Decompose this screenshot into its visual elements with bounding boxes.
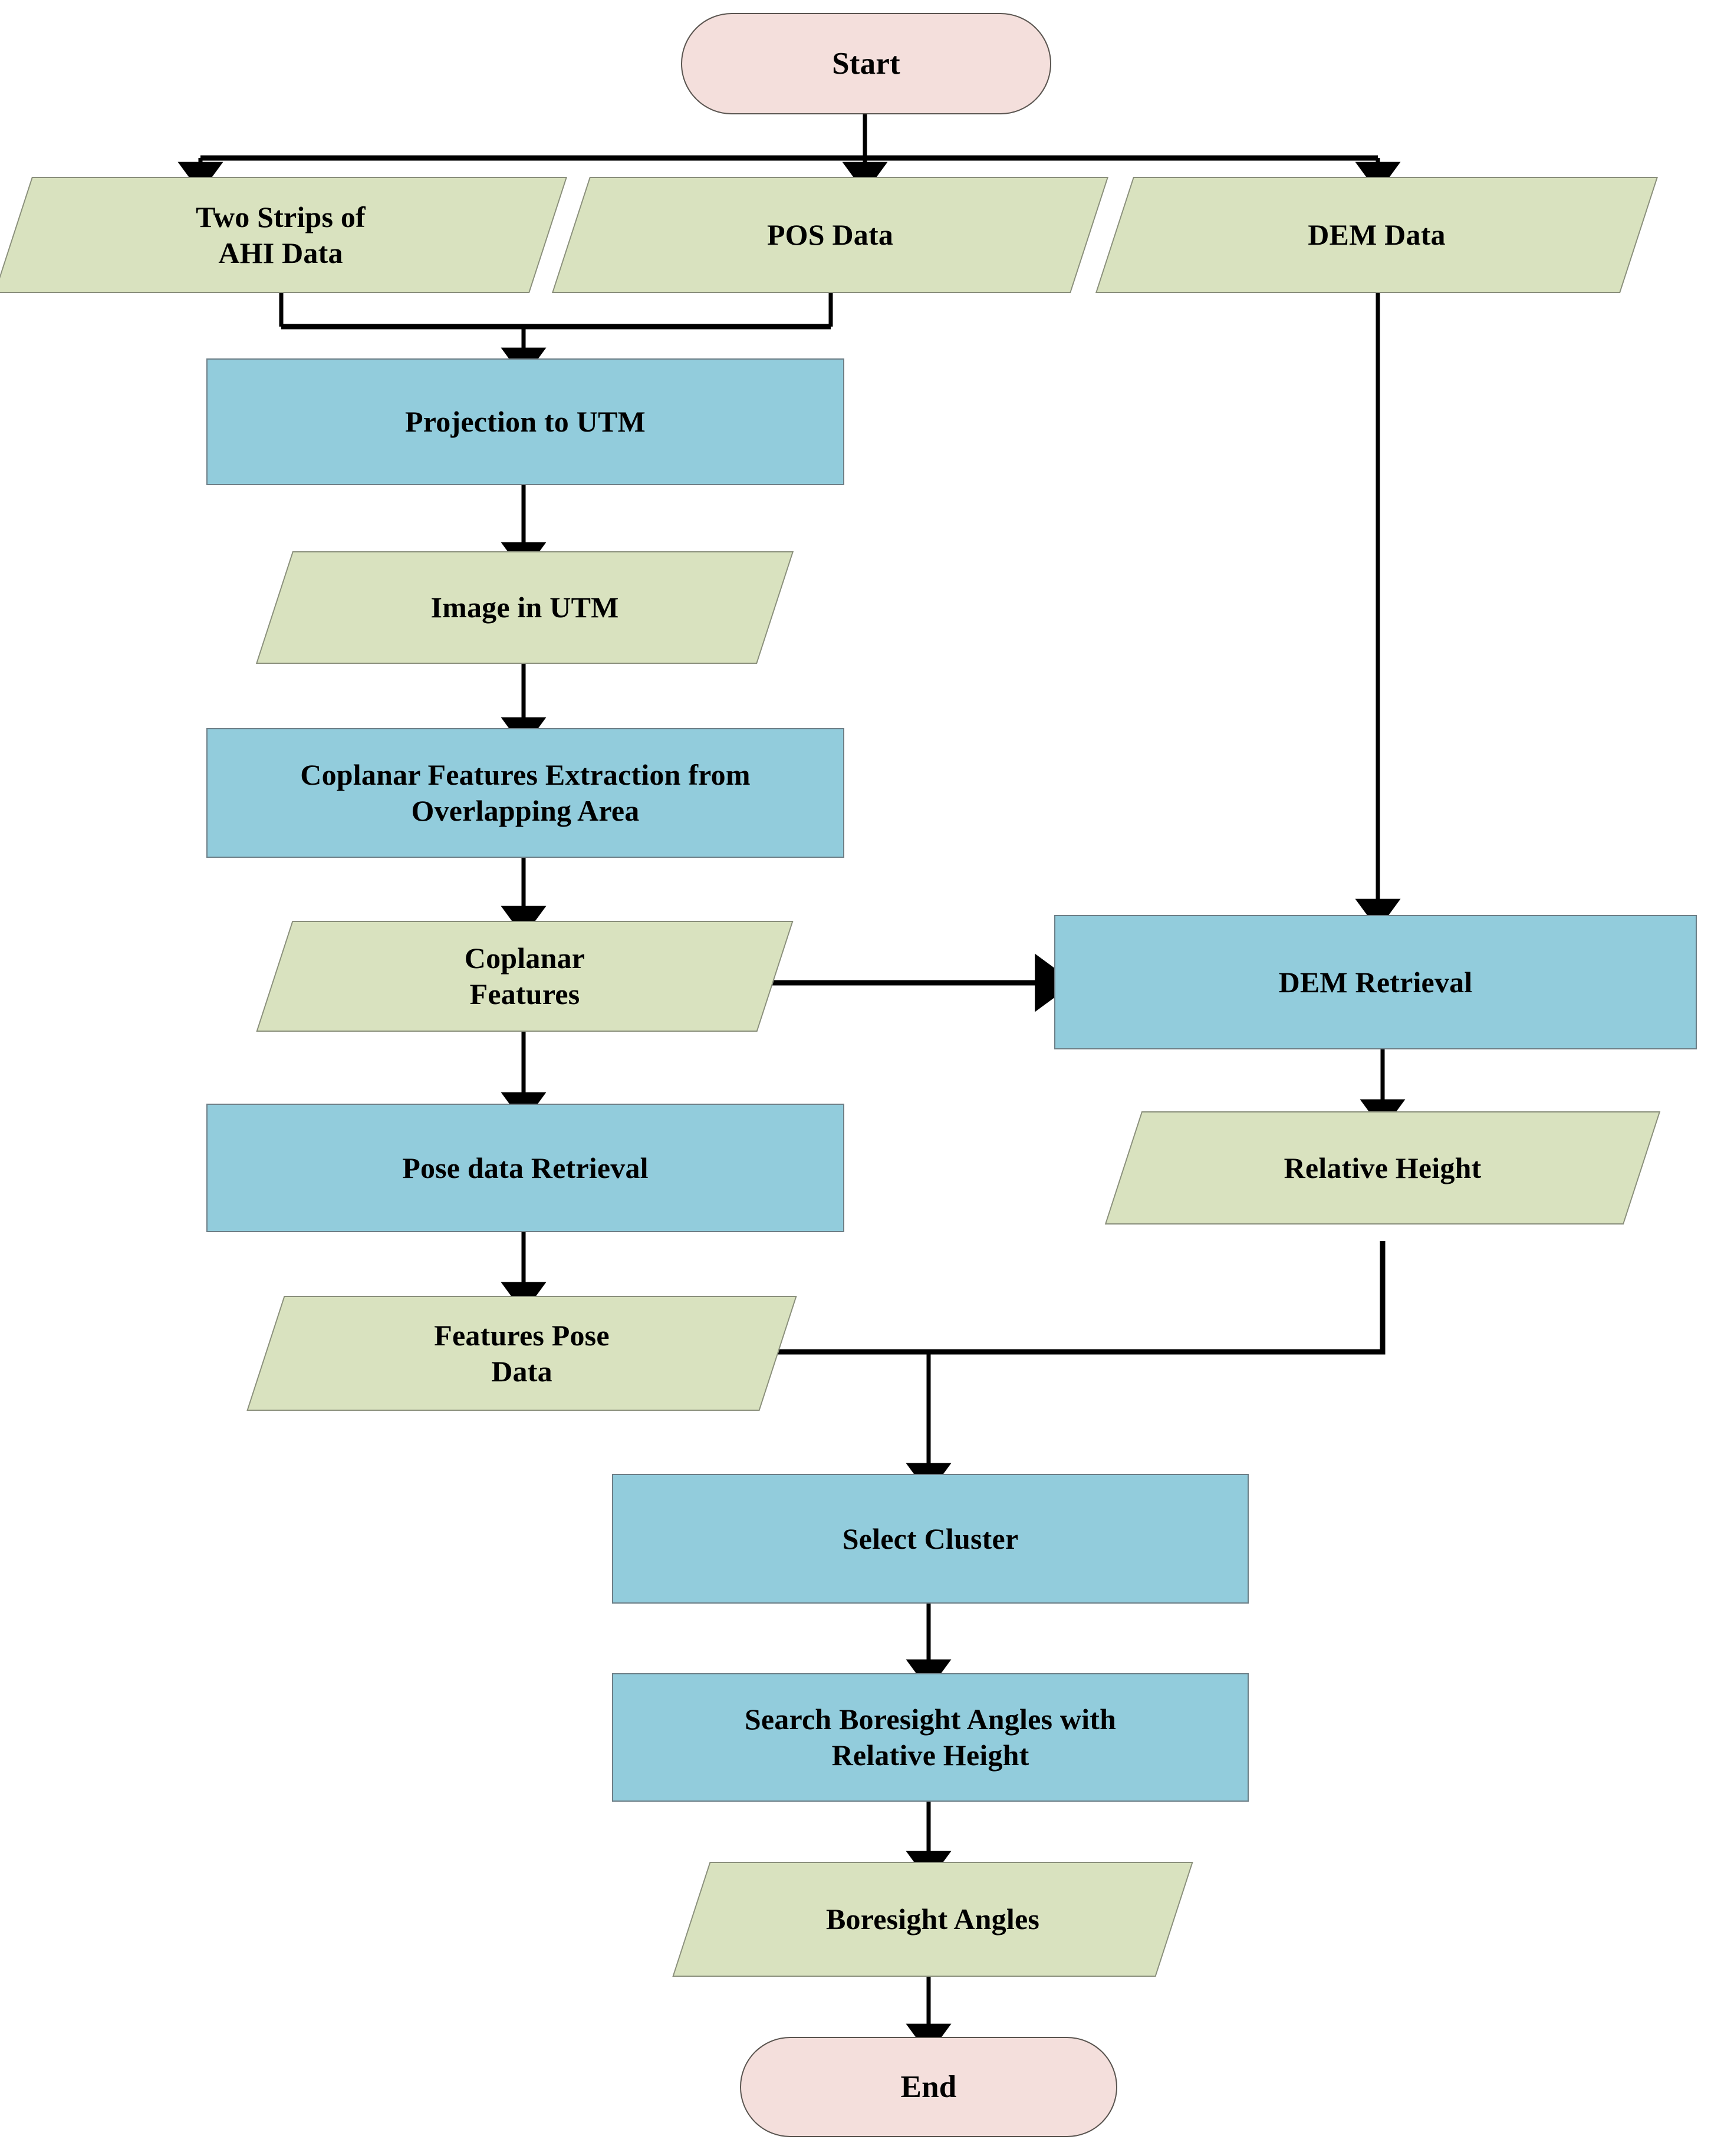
node-start-label: Start <box>832 46 900 81</box>
node-search-boresight-angles-label: Search Boresight Angles with Relative He… <box>744 1703 1117 1772</box>
node-projection-to-utm-label: Projection to UTM <box>405 405 646 438</box>
node-dem-data[interactable]: DEM Data <box>1114 177 1639 293</box>
node-end[interactable]: End <box>740 2037 1117 2137</box>
node-relative-height-label: Relative Height <box>1284 1151 1482 1184</box>
node-two-strips-of-ahi-data-label: Two Strips of AHI Data <box>196 200 366 269</box>
node-select-cluster[interactable]: Select Cluster <box>612 1474 1249 1604</box>
node-boresight-angles-label: Boresight Angles <box>825 1902 1040 1936</box>
node-coplanar-features-label: Coplanar Features <box>464 942 585 1010</box>
node-pos-data-label: POS Data <box>766 218 894 251</box>
node-pos-data[interactable]: POS Data <box>571 177 1090 293</box>
node-dem-retrieval[interactable]: DEM Retrieval <box>1054 915 1697 1049</box>
node-boresight-angles[interactable]: Boresight Angles <box>691 1862 1174 1977</box>
node-projection-to-utm[interactable]: Projection to UTM <box>206 358 844 485</box>
node-features-pose-data[interactable]: Features Pose Data <box>265 1296 778 1411</box>
node-start[interactable]: Start <box>681 13 1051 114</box>
node-pose-data-retrieval-label: Pose data Retrieval <box>402 1151 649 1184</box>
node-select-cluster-label: Select Cluster <box>842 1522 1019 1555</box>
node-dem-retrieval-label: DEM Retrieval <box>1278 965 1473 999</box>
node-coplanar-features[interactable]: Coplanar Features <box>274 921 775 1032</box>
node-end-label: End <box>900 2069 957 2104</box>
node-features-pose-data-label: Features Pose Data <box>434 1318 610 1388</box>
node-search-boresight-angles[interactable]: Search Boresight Angles with Relative He… <box>612 1673 1249 1802</box>
edge-height-to-junction <box>765 1241 1386 1355</box>
node-dem-data-label: DEM Data <box>1308 218 1446 251</box>
node-two-strips-of-ahi-data[interactable]: Two Strips of AHI Data <box>13 177 548 293</box>
node-coplanar-features-extraction-label: Coplanar Features Extraction from Overla… <box>300 758 751 827</box>
node-coplanar-features-extraction[interactable]: Coplanar Features Extraction from Overla… <box>206 728 844 858</box>
node-image-in-utm-label: Image in UTM <box>430 591 619 624</box>
node-pose-data-retrieval[interactable]: Pose data Retrieval <box>206 1104 844 1232</box>
node-relative-height[interactable]: Relative Height <box>1123 1111 1642 1225</box>
node-image-in-utm[interactable]: Image in UTM <box>274 551 775 664</box>
